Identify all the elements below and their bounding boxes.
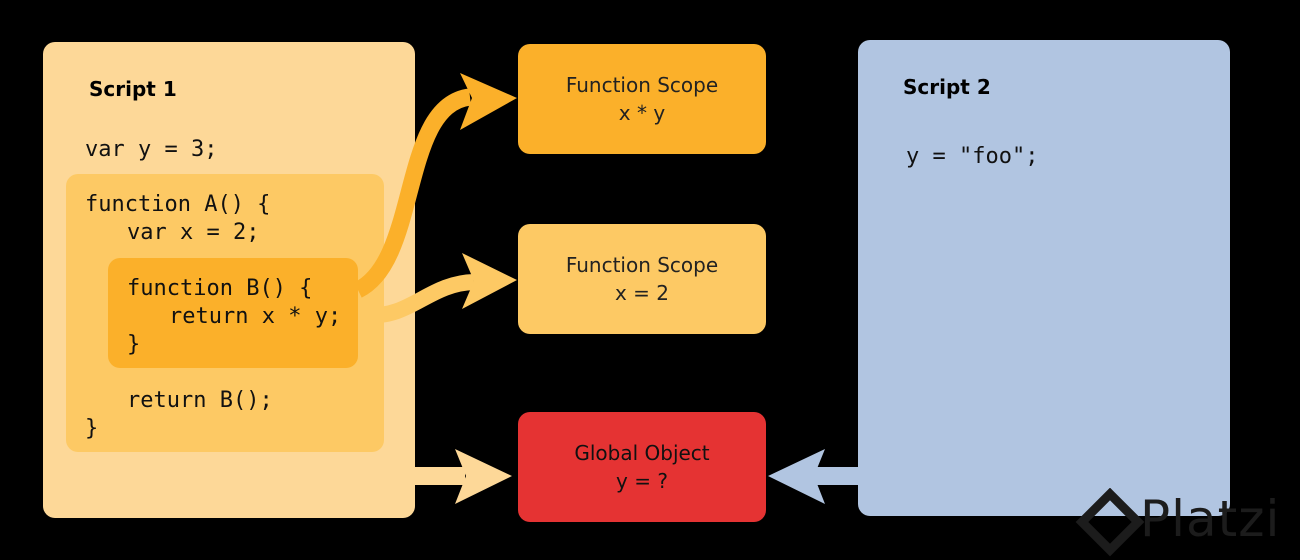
code-line-function-a: function A() {: [85, 192, 271, 217]
function-scope-outer-expr: x = 2: [614, 281, 670, 305]
code-line-y-foo: y = "foo";: [906, 144, 1039, 169]
global-object: Global Object y = ?: [518, 412, 766, 522]
function-scope-outer: Function Scope x = 2: [518, 224, 766, 334]
code-line-function-b: function B() {: [127, 276, 313, 301]
arrow-to-outer-scope: [368, 253, 517, 324]
function-scope-inner: Function Scope x * y: [518, 44, 766, 154]
code-line-close-b: }: [127, 332, 141, 357]
function-scope-inner-label: Function Scope: [565, 73, 719, 97]
function-scope-inner-expr: x * y: [618, 101, 666, 125]
platzi-logo-icon: [1075, 488, 1145, 557]
code-line-close-a: }: [85, 416, 99, 441]
code-line-return-b: return B();: [127, 388, 273, 413]
script2-panel: [858, 40, 1230, 516]
code-line-return-xy: return x * y;: [169, 304, 342, 329]
arrow-script1-to-global: [415, 449, 512, 504]
global-object-label: Global Object: [574, 441, 710, 465]
code-line-var-x: var x = 2;: [127, 220, 260, 245]
script2-title: Script 2: [903, 75, 991, 99]
arrow-script2-to-global: [768, 449, 858, 504]
function-b-block: [108, 258, 358, 368]
global-object-expr: y = ?: [616, 469, 668, 493]
code-line-var-y: var y = 3;: [85, 137, 218, 162]
arrow-to-inner-scope: [353, 73, 517, 298]
script1-title: Script 1: [89, 77, 177, 101]
watermark-text: Platzi: [1140, 490, 1281, 548]
function-scope-outer-label: Function Scope: [565, 253, 719, 277]
